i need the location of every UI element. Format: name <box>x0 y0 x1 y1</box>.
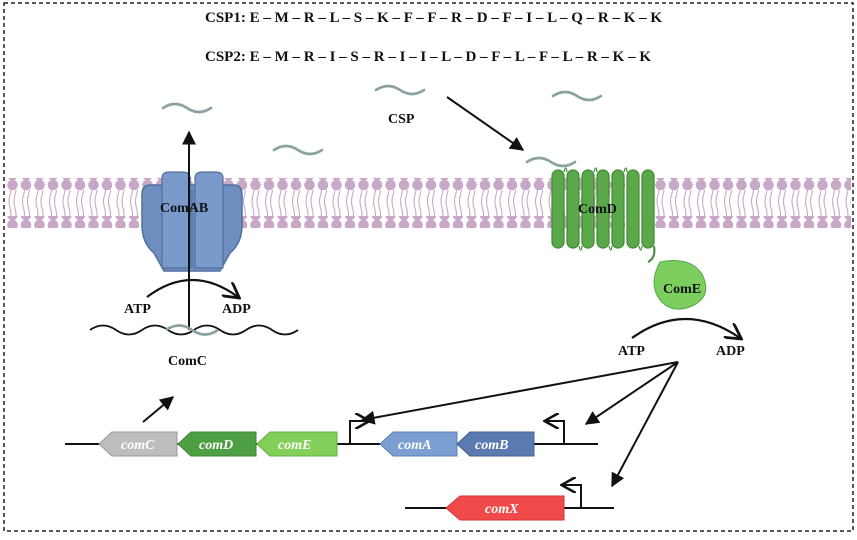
comc-expression-arrow <box>142 396 175 423</box>
csp-peptide <box>525 156 577 168</box>
come-label: ComE <box>663 282 701 297</box>
activation-arrows <box>360 361 679 488</box>
csp-peptides <box>161 84 603 168</box>
arrow-to-comab-promoter <box>584 361 679 425</box>
gene-comC-label: comC <box>121 438 155 453</box>
comc-peptide-segment <box>165 324 219 336</box>
gene-comD-label: comD <box>199 438 233 453</box>
arrow-to-comcde-promoter <box>360 361 679 425</box>
csp-to-comd-arrow <box>446 96 525 151</box>
atp-adp-arc-left <box>146 279 238 297</box>
atp-adp-arc-right <box>631 317 740 338</box>
gene-comX: comX <box>445 495 565 521</box>
dashed-frame <box>3 2 854 532</box>
comc-label: ComC <box>168 354 207 369</box>
gene-comA: comA <box>379 431 458 457</box>
promoter-comx <box>563 485 582 508</box>
come-protein <box>653 260 707 310</box>
csp-peptide <box>272 144 324 156</box>
promoter-comab <box>546 421 565 444</box>
gene-comA-label: comA <box>398 438 431 453</box>
atp-label-right: ATP <box>618 344 645 359</box>
atp-label-left: ATP <box>124 302 151 317</box>
comab-transporter: ComAB <box>141 171 243 272</box>
csp1-sequence: CSP1: E – M – R – L – S – K – F – F – R … <box>205 10 662 26</box>
gene-comE-label: comE <box>278 438 311 453</box>
gene-comB: comB <box>456 431 535 457</box>
comd-label: ComD <box>578 202 617 217</box>
csp-label: CSP <box>388 112 415 127</box>
comab-label: ComAB <box>160 201 208 216</box>
csp-peptide <box>551 90 603 102</box>
adp-label-right: ADP <box>716 344 745 359</box>
csp-peptide <box>161 102 213 114</box>
gene-comB-label: comB <box>475 438 508 453</box>
gene-comC: comC <box>98 431 178 457</box>
csp2-sequence: CSP2: E – M – R – I – S – R – I – I – L … <box>205 49 651 65</box>
gene-comE: comE <box>256 431 338 457</box>
comd-receptor <box>551 167 656 263</box>
gene-comD: comD <box>177 431 257 457</box>
arrow-to-comx-promoter <box>611 361 679 488</box>
gene-comX-label: comX <box>485 502 519 517</box>
cell-membrane <box>6 178 851 228</box>
csp-peptide <box>374 84 426 96</box>
adp-label-left: ADP <box>222 302 251 317</box>
promoter-comcde <box>349 421 368 444</box>
